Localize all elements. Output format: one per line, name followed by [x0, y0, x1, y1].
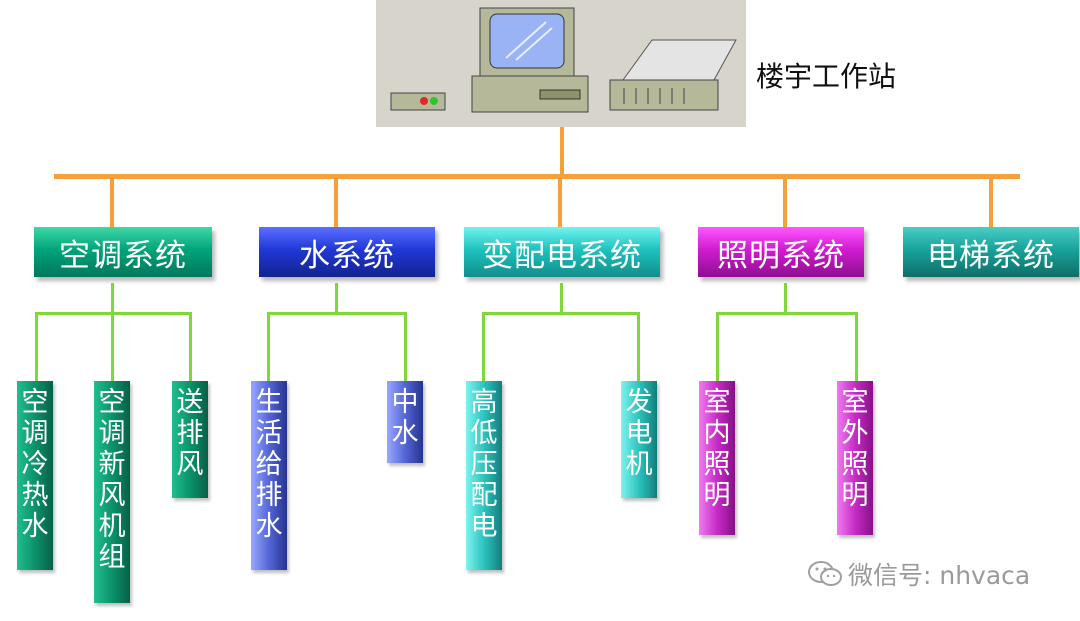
watermark: 微信号: nhvaca	[806, 556, 1030, 592]
drop-line-elevator	[989, 176, 993, 228]
system-box-elevator: 电梯系统	[903, 227, 1079, 277]
watermark-text: 微信号: nhvaca	[848, 561, 1031, 590]
drop-line-lighting	[783, 176, 787, 228]
subsystem-label-char: 热	[21, 480, 49, 511]
branch-stem-water	[335, 283, 338, 315]
system-label-water: 水系统	[299, 237, 395, 274]
subsystem-label-char: 外	[841, 418, 869, 449]
wechat-icon	[808, 561, 842, 586]
system-label-power: 变配电系统	[482, 237, 642, 274]
subsystem-label-char: 明	[703, 480, 731, 511]
sub-box-lighting-indoor: 室内照明	[699, 381, 735, 535]
branch-leg-power-1	[482, 312, 485, 382]
sub-box-water-reclaimed: 中水	[387, 381, 423, 463]
subsystem-label-char: 新	[98, 449, 126, 480]
subsystem-label-char: 送	[176, 387, 204, 418]
drop-line-ac	[110, 176, 114, 228]
branch-bar-power	[482, 312, 640, 315]
drop-line-power	[558, 176, 562, 228]
branch-leg-lighting-1	[716, 312, 719, 382]
subsystem-label-char: 风	[98, 480, 126, 511]
sub-box-power-generator: 发电机	[621, 381, 657, 498]
printer-paper-icon	[622, 39, 737, 81]
system-box-ac: 空调系统	[34, 227, 212, 277]
subsystem-label-char: 电	[625, 418, 653, 449]
branch-bar-lighting	[716, 312, 858, 315]
subsystem-label-char: 机	[98, 511, 126, 542]
branch-leg-power-2	[637, 312, 640, 382]
subsystem-label-char: 排	[255, 480, 283, 511]
system-label-elevator: 电梯系统	[927, 237, 1055, 274]
subsystem-label-char: 调	[21, 418, 49, 449]
subsystem-label-char: 室	[841, 387, 869, 418]
printer-icon	[609, 79, 719, 111]
subsystem-label-char: 水	[255, 511, 283, 542]
subsystem-label-char: 室	[703, 387, 731, 418]
subsystem-label: 中水	[392, 387, 419, 449]
subsystem-label-char: 压	[470, 449, 498, 480]
branch-leg-water-2	[404, 312, 407, 382]
subsystem-label-char: 配	[470, 480, 498, 511]
subsystem-label-char: 照	[703, 449, 731, 480]
branch-bar-water	[267, 312, 407, 315]
drop-line-water	[334, 176, 338, 228]
sub-box-ac-fresh-air-unit: 空调新风机组	[94, 381, 130, 603]
subsystem-label-char: 水	[391, 418, 419, 449]
system-box-power: 变配电系统	[464, 227, 660, 277]
branch-leg-ac-1	[35, 312, 38, 382]
sub-box-power-distribution: 高低压配电	[466, 381, 502, 570]
main-bus-line	[54, 174, 1020, 179]
subsystem-label-char: 水	[21, 511, 49, 542]
subsystem-label-char: 生	[255, 387, 283, 418]
subsystem-label-char: 组	[98, 542, 126, 573]
branch-stem-lighting	[784, 283, 787, 315]
subsystem-label-char: 风	[176, 449, 204, 480]
subsystem-label: 发电机	[626, 387, 653, 480]
system-box-water: 水系统	[259, 227, 435, 277]
subsystem-label: 室外照明	[842, 387, 869, 511]
subsystem-label-char: 发	[625, 387, 653, 418]
sub-box-ac-ventilation: 送排风	[172, 381, 208, 498]
green-led-icon	[430, 97, 438, 105]
subsystem-label: 空调冷热水	[22, 387, 49, 542]
subsystem-label: 室内照明	[704, 387, 731, 511]
subsystem-label-char: 排	[176, 418, 204, 449]
subsystem-label-char: 电	[470, 511, 498, 542]
sub-box-water-domestic: 生活给排水	[251, 381, 287, 570]
sub-box-ac-chilled-water: 空调冷热水	[17, 381, 53, 570]
red-led-icon	[420, 97, 428, 105]
subsystem-label-char: 机	[625, 449, 653, 480]
subsystem-label-char: 内	[703, 418, 731, 449]
workstation-label: 楼宇工作站	[756, 60, 897, 93]
sub-box-lighting-outdoor: 室外照明	[837, 381, 873, 535]
subsystem-label: 高低压配电	[471, 387, 498, 542]
subsystem-label-char: 明	[841, 480, 869, 511]
workstation-panel	[376, 0, 746, 127]
branch-leg-ac-2	[111, 312, 114, 382]
workstation-drop-line	[560, 127, 564, 177]
subsystem-label-char: 调	[98, 418, 126, 449]
subsystem-label-char: 低	[470, 418, 498, 449]
subsystem-label-char: 活	[255, 418, 283, 449]
subsystem-label-char: 中	[391, 387, 419, 418]
subsystem-label-char: 给	[255, 449, 283, 480]
subsystem-label: 生活给排水	[256, 387, 283, 542]
subsystem-label: 送排风	[177, 387, 204, 480]
system-label-ac: 空调系统	[59, 237, 187, 274]
subsystem-label-char: 冷	[21, 449, 49, 480]
subsystem-label-char: 空	[21, 387, 49, 418]
branch-stem-power	[560, 283, 563, 315]
subsystem-label: 空调新风机组	[99, 387, 126, 573]
subsystem-label-char: 高	[470, 387, 498, 418]
subsystem-label-char: 照	[841, 449, 869, 480]
system-label-lighting: 照明系统	[717, 237, 845, 274]
branch-leg-lighting-2	[855, 312, 858, 382]
subsystem-label-char: 空	[98, 387, 126, 418]
workstation-illustration	[390, 7, 737, 113]
system-box-lighting: 照明系统	[698, 227, 864, 277]
branch-stem-ac	[111, 283, 114, 315]
branch-leg-water-1	[267, 312, 270, 382]
branch-leg-ac-3	[189, 312, 192, 382]
